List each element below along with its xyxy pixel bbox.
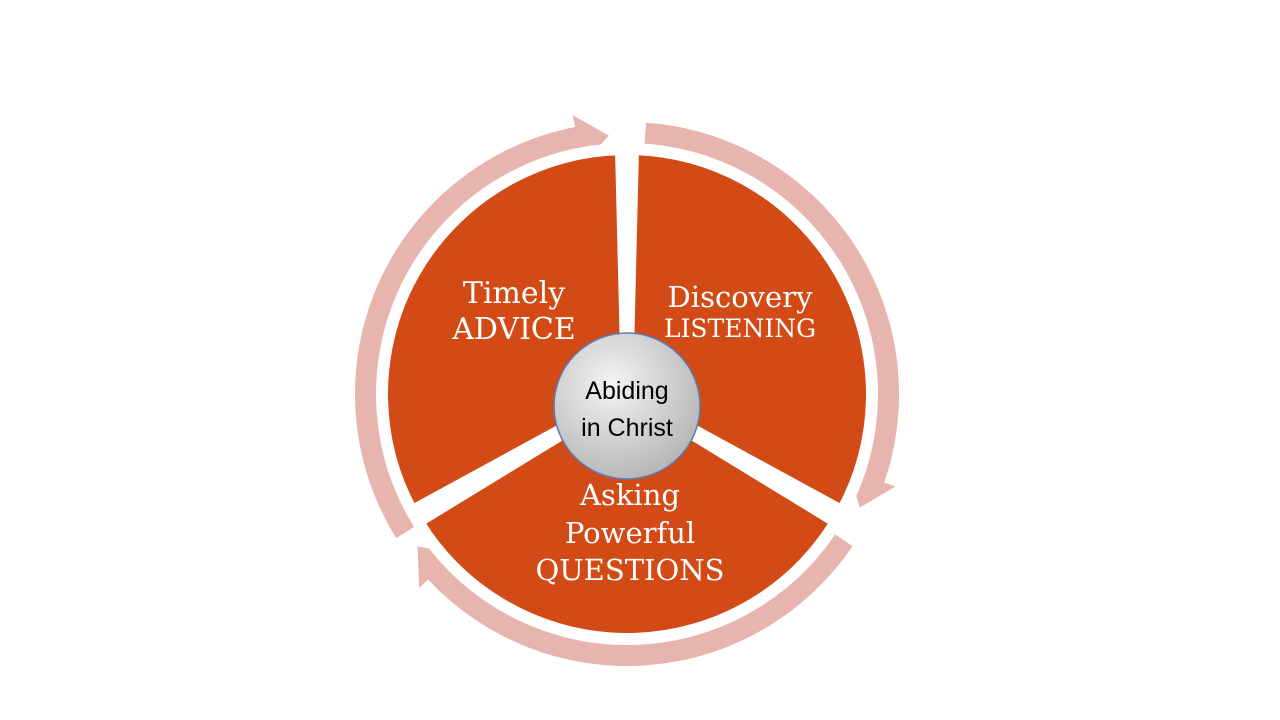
segment-label-line: LISTENING bbox=[664, 314, 816, 343]
segment-label-line: QUESTIONS bbox=[535, 553, 724, 587]
arrow-to-listening bbox=[354, 115, 609, 539]
segment-label-line: ADVICE bbox=[451, 312, 576, 347]
arrow-to-questions bbox=[644, 122, 900, 508]
segment-asking-powerful-questions bbox=[409, 386, 845, 645]
center-label-line: Abiding bbox=[585, 377, 668, 405]
center-circle bbox=[553, 332, 701, 480]
segment-label-line: Timely bbox=[463, 276, 565, 311]
center-label-line: in Christ bbox=[581, 414, 673, 442]
segment-label-line: Asking bbox=[579, 478, 680, 512]
segment-label-line: Powerful bbox=[565, 516, 695, 550]
circular-arrow-ring bbox=[354, 115, 900, 666]
arrow-to-advice bbox=[417, 531, 853, 666]
segment-label-line: Discovery bbox=[668, 280, 814, 314]
